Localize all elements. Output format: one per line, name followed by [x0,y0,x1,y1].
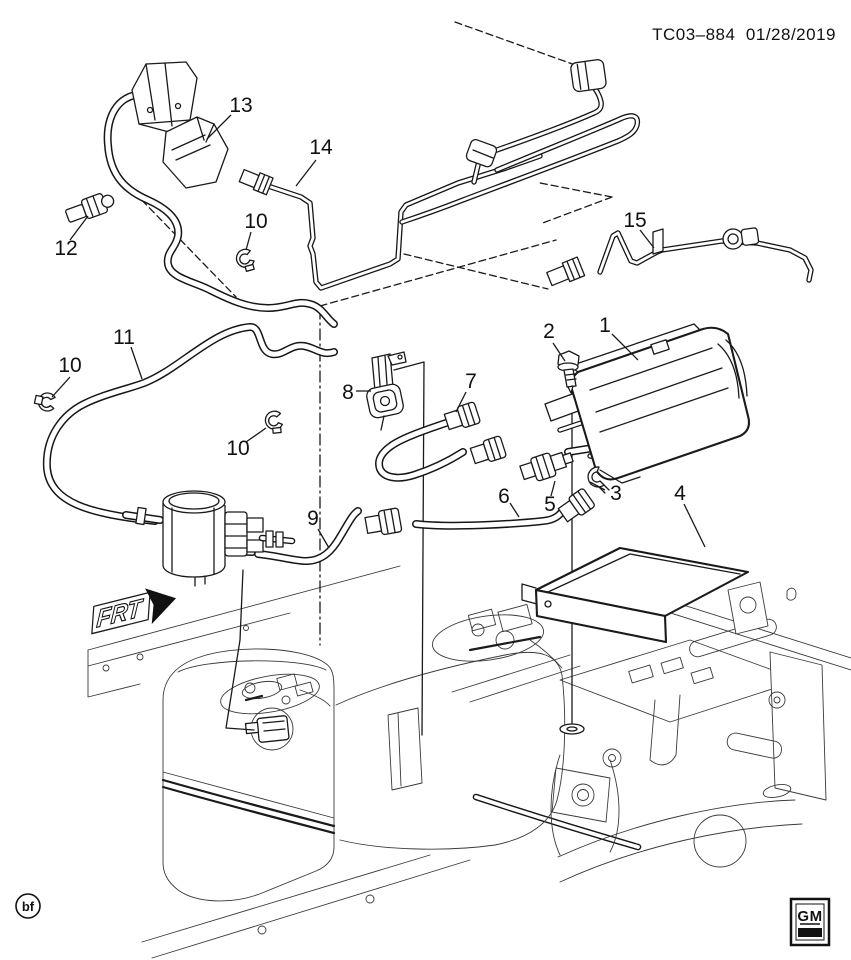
frt-arrow: FRT [91,588,177,635]
fuel-sender-module [432,604,563,669]
callout-number: 4 [674,482,686,505]
callout-number: 8 [342,381,354,404]
elbow-connector [570,59,607,93]
evap-pipe-assembly [402,59,637,222]
callout-10-9: 10 [244,210,268,251]
callout-leader-line [51,376,71,398]
callout-leader-line [611,333,639,361]
callout-5-4: 5 [544,480,556,516]
harness-assembly-11-12 [108,61,334,324]
bolt-part-2 [557,350,580,394]
callout-number: 10 [58,354,81,377]
callout-leader-line [295,159,317,187]
canister-part-1 [544,323,751,484]
callout-number: 2 [543,320,555,343]
fuel-tank [161,604,566,902]
sensor-part-8 [366,351,407,431]
callout-14-15: 14 [295,136,333,187]
hose-part-7 [379,401,507,478]
gm-logo-bar [798,928,822,937]
callout-number: 5 [544,493,556,516]
harness-connector-block [131,61,198,133]
frt-label: FRT [96,594,145,633]
callout-6-5: 6 [498,485,520,518]
construction-lines [133,21,613,736]
left-elbow-fitting [465,138,498,182]
callout-4-3: 4 [674,482,706,548]
gm-logo: GM [789,897,831,947]
pipe-part-15 [546,227,811,287]
callout-10-10: 10 [51,354,82,398]
truck-frame [87,565,851,959]
tank-strap [161,778,336,828]
author-badge: bf [15,893,41,919]
clip-part-10-b [33,392,56,412]
callout-leader-line [550,480,556,497]
callout-number: 14 [309,136,333,159]
callout-leader-line [589,481,606,491]
callout-number: 9 [307,507,319,530]
callout-leader-line [206,114,232,140]
callout-1-0: 1 [599,314,639,361]
callout-leader-line [317,528,330,549]
clip-part-10-c [264,410,284,434]
callout-15-16: 15 [623,209,655,249]
sensor-projection-line [421,361,425,736]
callout-number: 1 [599,314,611,337]
callout-leader-line [455,391,467,413]
callout-number: 3 [610,482,622,505]
drawing-title: TC03–884 01/28/2019 [652,25,836,44]
connector-part-12 [65,193,115,223]
hose-part-6 [364,488,595,536]
callout-9-8: 9 [307,507,330,549]
pipe-part-14 [238,156,540,288]
tank-connector [244,707,294,751]
callout-leader-line [509,502,520,518]
callout-2-1: 2 [543,320,566,362]
author-badge-label: bf [22,899,35,914]
connector-part-5 [519,451,574,482]
callout-7-6: 7 [455,370,477,413]
callout-leader-line [552,342,566,362]
callout-number: 10 [244,210,267,233]
callout-13-14: 13 [206,94,253,140]
callout-number: 15 [623,209,646,232]
callout-leader-line [69,215,89,241]
gm-logo-label: GM [797,908,822,925]
callout-leader-line [130,346,143,380]
callout-3-2: 3 [589,481,622,505]
callout-8-7: 8 [342,381,371,404]
callout-11-12: 11 [113,326,143,380]
callout-12-13: 12 [54,215,89,260]
callout-number: 12 [54,237,77,260]
callout-number: 13 [229,94,252,117]
callout-leader-line [683,503,706,548]
callout-leader-line [639,229,655,249]
callout-10-11: 10 [226,427,267,460]
callout-leader-line [245,231,252,251]
clip-part-10-a [235,248,255,272]
callout-number: 10 [226,437,249,460]
pump-to-tank-leader [225,569,255,731]
pipe15-connector [722,227,760,250]
callout-number: 7 [465,370,477,393]
vent-filter-assembly [126,490,292,587]
callout-number: 11 [113,326,135,349]
callout-leader-line [245,427,267,443]
callout-number: 6 [498,485,510,508]
shield-part-4 [521,546,750,644]
